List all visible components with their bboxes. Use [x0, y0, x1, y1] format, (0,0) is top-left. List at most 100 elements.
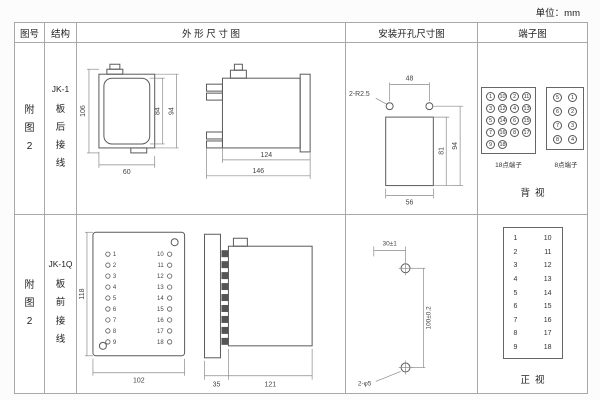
terminal-number: 6 — [513, 303, 518, 311]
terminal-number: 13 — [157, 285, 164, 291]
dimension-lines — [375, 81, 464, 198]
row2-fig-no-cell: 附图2 — [15, 215, 45, 393]
dim-side-body-width: 124 — [260, 151, 272, 158]
terminal-number: 18 — [157, 340, 164, 346]
dim-hole-spacing: 48 — [406, 75, 414, 82]
row2-view-label: 正视 — [520, 375, 550, 386]
dim-front-total-height: 106 — [80, 105, 87, 117]
row1-fig-no-cell: 附图2 — [15, 43, 45, 215]
row2-outline-cell: 1 2 3 4 5 6 7 8 9 10 11 12 13 14 15 16 1… — [77, 215, 346, 393]
header-terminal: 端子图 — [478, 23, 587, 43]
dim-total-height: 94 — [452, 141, 459, 149]
terminal-number: 18 — [543, 344, 552, 351]
terminal-pair-row: 7 16 — [514, 317, 552, 324]
dimension-labels: 30±1 100±0.2 2-φ5 — [358, 240, 432, 387]
terminal-number: 10 — [543, 235, 552, 242]
side-view — [206, 63, 311, 152]
terminal-number: 2 — [113, 263, 117, 269]
terminal-number: 3 — [113, 274, 117, 280]
row2-model-label: JK-1Q — [48, 259, 73, 270]
terminal-circle: 2 — [510, 92, 519, 101]
terminal-circle: 3 — [486, 104, 495, 113]
dimension-table: 图号 结构 外 形 尺 寸 图 安装开孔尺寸图 端子图 附图2 JK-1 板后接… — [14, 22, 588, 394]
terminal-pair-row: 2 11 — [514, 249, 552, 256]
dim-panel-width: 102 — [133, 378, 145, 385]
side-view — [204, 233, 313, 359]
terminal-circle: 5 — [486, 116, 495, 125]
header-structure: 结构 — [45, 23, 77, 43]
terminal-circle: 2 — [568, 107, 577, 116]
terminal-number: 14 — [543, 289, 552, 297]
row2-mounting-cell: 30±1 100±0.2 2-φ5 — [346, 215, 478, 393]
row1-structure-cell: JK-1 板后接线 — [45, 43, 77, 215]
row1-model-label: JK-1 — [51, 83, 70, 94]
row1-outline-cell: 106 84 94 60 124 146 — [77, 43, 346, 215]
row2-wiring-label: 板前接线 — [55, 279, 66, 345]
terminal-8-label: 8点端子 — [554, 162, 578, 169]
dimension-labels: 118 102 35 121 — [79, 288, 276, 388]
terminal-number: 8 — [113, 329, 117, 335]
dim-plate-width: 35 — [213, 382, 221, 389]
dim-body-width: 121 — [264, 382, 276, 389]
terminal-number: 11 — [544, 248, 552, 256]
terminal-circle: 13 — [522, 104, 531, 113]
row2-outline-drawing: 1 2 3 4 5 6 7 8 9 10 11 12 13 14 15 16 1… — [79, 231, 313, 389]
terminal-number: 14 — [157, 296, 164, 302]
dim-side-total-width: 146 — [253, 167, 265, 174]
row1-view-label: 背视 — [520, 188, 550, 199]
dimension-labels: 106 84 94 60 124 146 — [80, 105, 272, 176]
terminal-number: 7 — [513, 316, 518, 324]
terminal-circle: 6 — [510, 116, 519, 125]
terminal-circle: 14 — [498, 116, 507, 125]
terminal-circle: 5 — [553, 93, 562, 102]
terminal-circle: 7 — [486, 128, 495, 137]
terminal-circle: 9 — [486, 140, 495, 149]
dim-front-outer-height: 94 — [169, 107, 176, 115]
terminal-pair-row: 6 15 — [514, 303, 552, 310]
terminal-circle: 4 — [568, 135, 577, 144]
row1-mounting-cell: 48 2-R2.5 81 94 56 — [346, 43, 478, 215]
terminal-18-label: 18点端子 — [495, 162, 522, 169]
dim-front-inner-height: 84 — [155, 107, 162, 115]
terminal-pair-row: 8 17 — [514, 330, 552, 337]
terminal-circle: 7 — [553, 121, 562, 130]
row2-fig-no: 附图2 — [24, 280, 35, 327]
dim-cutout-width: 56 — [406, 199, 414, 206]
terminal-numbers: 1 2 3 4 5 6 7 8 9 10 11 12 13 14 15 16 1… — [113, 252, 164, 346]
terminal-number: 17 — [543, 330, 552, 338]
terminal-teeth — [221, 250, 229, 345]
terminal-number: 4 — [113, 285, 117, 291]
terminal-number: 3 — [513, 262, 518, 270]
terminal-number: 9 — [513, 344, 518, 351]
terminal-number: 8 — [513, 330, 518, 338]
terminal-number: 11 — [157, 263, 164, 269]
front-view — [92, 231, 186, 357]
front-view — [98, 63, 156, 153]
dimension-lines — [373, 246, 426, 382]
dimension-lines — [86, 68, 311, 179]
terminal-circle: 12 — [498, 104, 507, 113]
terminal-circle: 8 — [553, 135, 562, 144]
radius-note: 2-R2.5 — [349, 91, 370, 98]
terminal-number: 16 — [157, 318, 164, 324]
terminal-number: 16 — [543, 316, 552, 324]
header-fig-no: 图号 — [15, 23, 45, 43]
terminal-circle: 8 — [510, 128, 519, 137]
hole-diameter-note: 2-φ5 — [358, 380, 372, 387]
dim-panel-height: 118 — [79, 288, 86, 299]
dim-front-bottom-width: 60 — [123, 168, 131, 175]
terminal-number: 1 — [113, 252, 117, 258]
terminal-circle: 6 — [553, 107, 562, 116]
row1-outline-drawing: 106 84 94 60 124 146 — [80, 63, 311, 179]
terminal-pair-row: 9 18 — [514, 344, 552, 351]
row1-mounting-drawing: 48 2-R2.5 81 94 56 — [349, 75, 464, 206]
terminal-number: 15 — [543, 303, 552, 311]
terminal-block-18: 1 10 2 11 3 12 4 13 5 14 6 15 7 16 8 17 — [481, 87, 536, 154]
dimension-lines — [84, 231, 313, 380]
terminal-number: 2 — [513, 248, 518, 256]
terminal-number: 12 — [157, 274, 164, 280]
